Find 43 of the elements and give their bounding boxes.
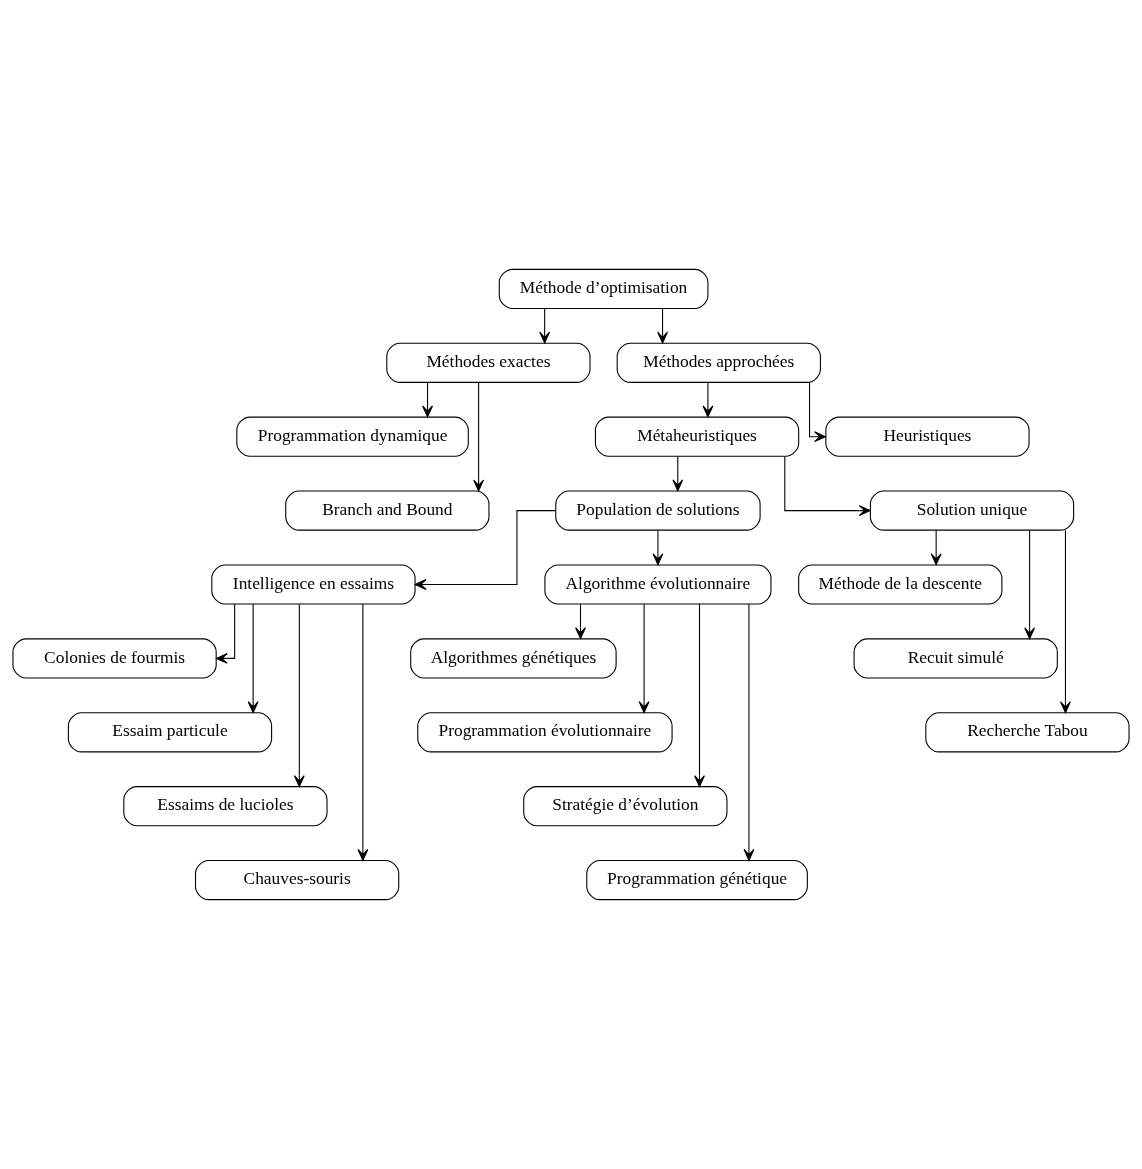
arrow bbox=[575, 603, 586, 640]
node-box: Stratégie d’évolution bbox=[523, 786, 728, 827]
arrow bbox=[414, 510, 556, 590]
arrow bbox=[784, 455, 871, 517]
arrow bbox=[930, 529, 942, 566]
node-box: Colonies de fourmis bbox=[12, 638, 217, 679]
arrow bbox=[702, 382, 714, 418]
arrow bbox=[1060, 529, 1071, 714]
node-box: Solution unique bbox=[869, 490, 1075, 531]
arrow bbox=[694, 603, 705, 788]
arrow bbox=[215, 603, 236, 664]
node-box: Programmation génétique bbox=[586, 860, 808, 901]
arrow bbox=[1024, 529, 1036, 640]
node-box: Méthode de la descente bbox=[798, 564, 1003, 605]
arrow bbox=[672, 455, 684, 492]
arrow bbox=[809, 382, 826, 443]
node-box: Programmation évolutionnaire bbox=[417, 712, 673, 753]
arrow bbox=[652, 529, 664, 566]
node-box: Méthodes exactes bbox=[386, 342, 591, 383]
node-box: Algorithme évolutionnaire bbox=[544, 564, 772, 605]
node-box: Essaim particule bbox=[67, 712, 273, 753]
node-box: Métaheuristiques bbox=[594, 416, 800, 457]
node-box: Branch and Bound bbox=[285, 490, 490, 531]
node-box: Recherche Tabou bbox=[925, 712, 1130, 753]
node-box: Programmation dynamique bbox=[236, 416, 469, 457]
node-box: Méthode d’optimisation bbox=[498, 268, 709, 309]
arrow bbox=[247, 603, 259, 714]
node-box: Algorithmes génétiques bbox=[410, 638, 617, 679]
node-box: Chauves-souris bbox=[195, 860, 400, 901]
arrow bbox=[293, 603, 305, 788]
arrow bbox=[539, 308, 551, 344]
arrow bbox=[422, 382, 433, 418]
arrow bbox=[743, 603, 755, 861]
node-box: Intelligence en essaims bbox=[211, 564, 416, 605]
node-box: Essaims de lucioles bbox=[123, 786, 328, 827]
node-box: Recuit simulé bbox=[853, 638, 1058, 679]
arrow bbox=[357, 603, 369, 861]
arrow bbox=[473, 381, 485, 492]
node-box: Heuristiques bbox=[825, 416, 1030, 457]
arrow bbox=[657, 308, 668, 344]
arrow bbox=[638, 603, 650, 714]
node-box: Méthodes approchées bbox=[616, 342, 821, 383]
node-box: Population de solutions bbox=[555, 490, 761, 531]
